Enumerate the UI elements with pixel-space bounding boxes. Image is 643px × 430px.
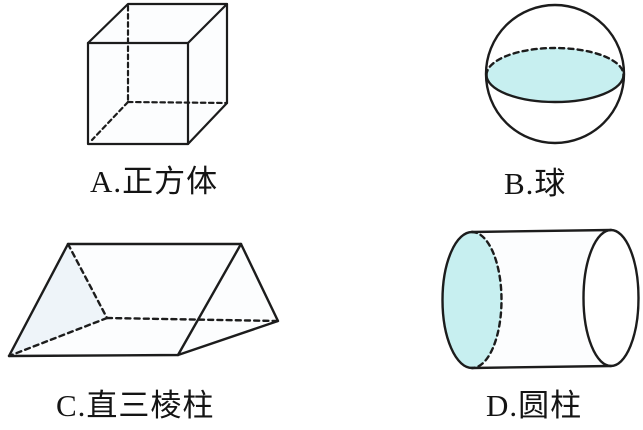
cube-hidden-edges (90, 4, 229, 142)
cylinder-figure (441, 228, 640, 370)
cylinder-top-edge (470, 228, 613, 234)
option-label-triangular-prism: C.直三棱柱 (56, 388, 215, 423)
option-label-sphere: B.球 (504, 166, 567, 201)
sphere-outline (484, 3, 626, 145)
cylinder-right-end (582, 228, 640, 368)
sphere-equator-fill (486, 48, 624, 102)
cylinder-bottom-edge (470, 364, 613, 370)
cylinder-left-cap-hidden-edge (470, 230, 503, 370)
cylinder-left-cap-fill (443, 232, 502, 368)
cube-visible-edges (86, 2, 229, 146)
cylinder-left-cap-front-edge (441, 230, 474, 370)
option-label-cube: A.正方体 (90, 164, 219, 199)
sphere-figure (484, 3, 626, 145)
cube-figure (86, 2, 229, 146)
sphere-equator-front (485, 73, 625, 104)
triangular-prism-figure (7, 242, 280, 358)
sphere-equator-back-dashed (485, 46, 625, 77)
prism-visible-edges (7, 242, 280, 358)
prism-hidden-edges (7, 242, 280, 358)
option-label-cylinder: D.圆柱 (486, 388, 583, 423)
